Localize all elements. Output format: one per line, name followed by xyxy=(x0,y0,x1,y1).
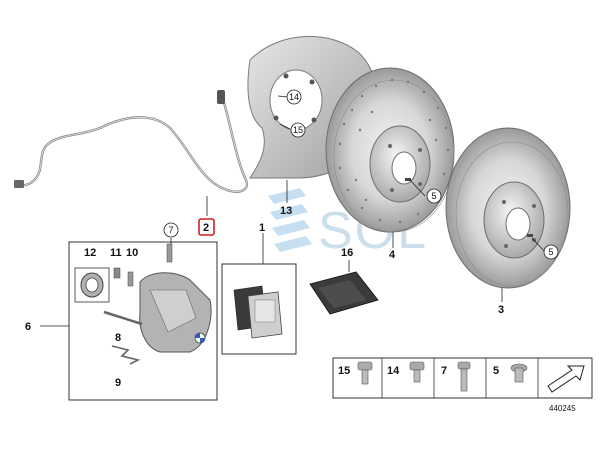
legend-label-15: 15 xyxy=(338,365,350,377)
label-5-disc3: 5 xyxy=(548,247,553,257)
label-10: 10 xyxy=(126,247,138,259)
label-12: 12 xyxy=(84,247,96,259)
label-7: 7 xyxy=(168,225,173,235)
label-14: 14 xyxy=(289,92,299,102)
part-labels: 1 2 3 4 6 8 9 10 11 12 13 16 xyxy=(25,205,504,389)
label-6: 6 xyxy=(25,321,31,333)
watermark-logo-icon xyxy=(268,188,312,252)
label-8: 8 xyxy=(115,332,121,344)
label-9: 9 xyxy=(115,377,121,389)
label-1: 1 xyxy=(259,222,265,234)
brake-pads-box xyxy=(221,263,297,355)
legend-label-5: 5 xyxy=(493,365,499,377)
diagram-id: 440245 xyxy=(549,404,576,413)
grease-packet xyxy=(309,271,379,315)
bolt-14-icon xyxy=(409,361,425,383)
caliper-group-box xyxy=(68,241,218,401)
brake-disc-drilled xyxy=(325,67,455,233)
bolt-5-icon xyxy=(510,363,528,383)
arrow-icon xyxy=(547,365,585,393)
bolt-15-icon xyxy=(357,361,373,385)
legend-label-7: 7 xyxy=(441,365,447,377)
brake-disc-plain xyxy=(445,127,571,289)
label-3: 3 xyxy=(498,304,504,316)
legend-label-14: 14 xyxy=(387,365,400,377)
fastener-legend: 15 14 7 5 xyxy=(332,357,593,399)
label-15: 15 xyxy=(293,125,303,135)
brake-wear-sensor xyxy=(14,90,249,193)
circled-labels: 14 15 5 5 7 xyxy=(163,89,559,260)
highlight-box xyxy=(198,218,215,236)
label-13: 13 xyxy=(280,205,292,217)
label-11: 11 xyxy=(110,247,122,259)
label-5-disc4: 5 xyxy=(431,191,436,201)
bolt-7-icon xyxy=(457,361,471,392)
label-16: 16 xyxy=(341,247,353,259)
label-4: 4 xyxy=(389,249,396,261)
leader-lines xyxy=(40,95,546,327)
label-2: 2 xyxy=(203,222,209,234)
